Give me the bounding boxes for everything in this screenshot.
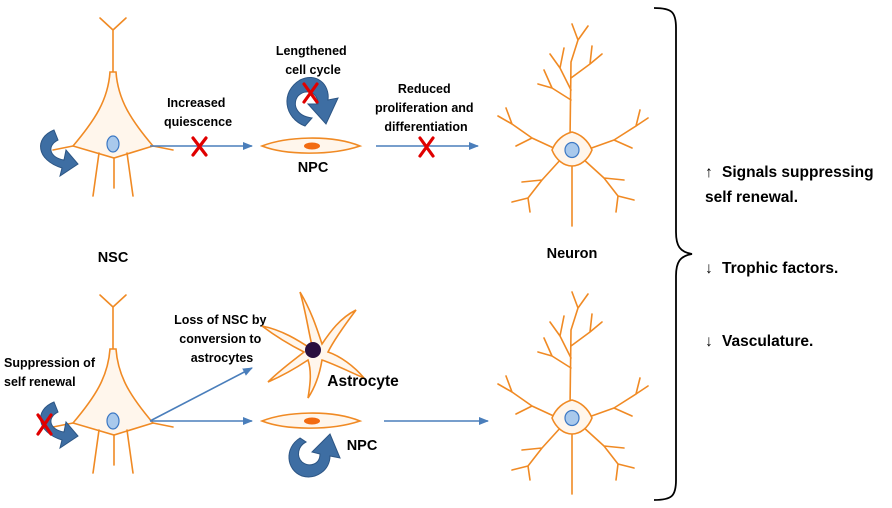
cell-cycle-arrow-top xyxy=(286,77,339,127)
side-factor-signals: ↑ Signals suppressing self renewal. xyxy=(705,164,878,206)
cross-differentiation xyxy=(418,136,435,158)
label-neuron: Neuron xyxy=(547,246,598,262)
neuron-cell-bottom xyxy=(497,291,649,495)
nsc-cell-bottom xyxy=(52,294,174,474)
astrocyte-cell xyxy=(261,291,365,399)
npc-cell-top xyxy=(259,137,363,154)
label-reduced-proliferation: Reduced proliferation and differentiatio… xyxy=(375,82,477,134)
label-loss-of-nsc: Loss of NSC by conversion to astrocytes xyxy=(174,313,270,365)
side-factor-vasculature: ↓ Vasculature. xyxy=(705,333,813,350)
cross-quiescence xyxy=(191,136,208,157)
side-factor-trophic: ↓ Trophic factors. xyxy=(705,260,838,277)
right-brace xyxy=(653,7,693,501)
label-npc-top: NPC xyxy=(298,160,329,176)
neuron-cell-top xyxy=(497,23,649,227)
npc-cell-bottom xyxy=(259,412,363,429)
cross-self-renewal xyxy=(36,413,53,436)
arrow-nsc-to-astrocyte xyxy=(149,367,253,422)
nsc-cell-top xyxy=(52,17,174,197)
cross-cell-cycle xyxy=(302,82,319,104)
label-nsc: NSC xyxy=(98,250,129,266)
label-npc-bottom: NPC xyxy=(347,438,378,454)
label-astrocyte: Astrocyte xyxy=(327,373,399,390)
self-renewal-arrow-top xyxy=(40,129,79,178)
label-suppression-self-renewal: Suppression of self renewal xyxy=(4,356,98,389)
label-lengthened-cell-cycle: Lengthened cell cycle xyxy=(276,44,350,77)
proliferation-arrow-bottom xyxy=(288,433,341,478)
label-increased-quiescence: Increased quiescence xyxy=(164,96,232,129)
